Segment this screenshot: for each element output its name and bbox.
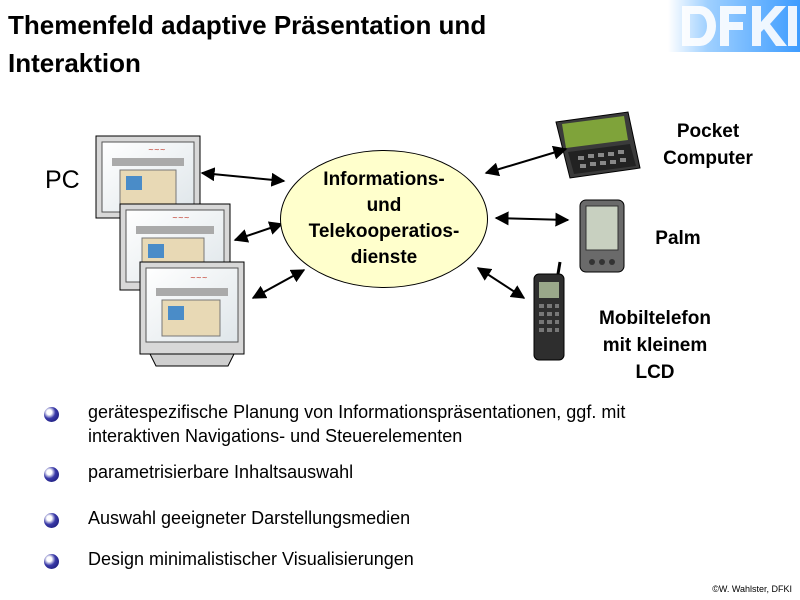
arrow-pc-front xyxy=(251,269,306,299)
bullet-icon xyxy=(44,513,59,528)
device-label-mobile: Mobiltelefon mit kleinem LCD xyxy=(599,308,711,383)
list-item: parametrisierbare Inhaltsauswahl xyxy=(44,460,353,484)
arrow-pc-back xyxy=(200,167,286,187)
page-title: Themenfeld adaptive Präsentation und Int… xyxy=(8,10,487,78)
bullet-icon xyxy=(44,407,59,422)
device-label-pc: PC xyxy=(45,166,80,194)
mobile-phone-image xyxy=(533,261,565,361)
dfki-logo xyxy=(668,0,800,52)
arrow-mobile xyxy=(476,267,526,299)
center-service-node: Informations- und Telekooperatios- diens… xyxy=(280,150,488,288)
list-item: Auswahl geeigneter Darstellungsmedien xyxy=(44,506,410,530)
pc-monitor-front: ~~~ xyxy=(139,261,245,367)
svg-text:~~~: ~~~ xyxy=(190,274,208,282)
arrow-pocket xyxy=(484,145,568,177)
bullet-icon xyxy=(44,467,59,482)
svg-text:~~~: ~~~ xyxy=(148,146,166,154)
svg-text:~~~: ~~~ xyxy=(172,214,190,222)
pocket-computer-image xyxy=(555,111,641,179)
bullet-icon xyxy=(44,554,59,569)
arrow-palm xyxy=(494,211,570,227)
palm-image xyxy=(579,199,625,273)
device-label-pocket-computer: Pocket Computer xyxy=(663,121,753,169)
arrow-pc-middle xyxy=(233,221,284,243)
device-label-palm: Palm xyxy=(655,228,701,249)
list-item: gerätespezifische Planung von Informatio… xyxy=(44,400,625,448)
copyright-note: ©W. Wahlster, DFKI xyxy=(712,584,792,594)
list-item: Design minimalistischer Visualisierungen xyxy=(44,547,414,571)
center-service-label: Informations- und Telekooperatios- diens… xyxy=(308,169,460,268)
